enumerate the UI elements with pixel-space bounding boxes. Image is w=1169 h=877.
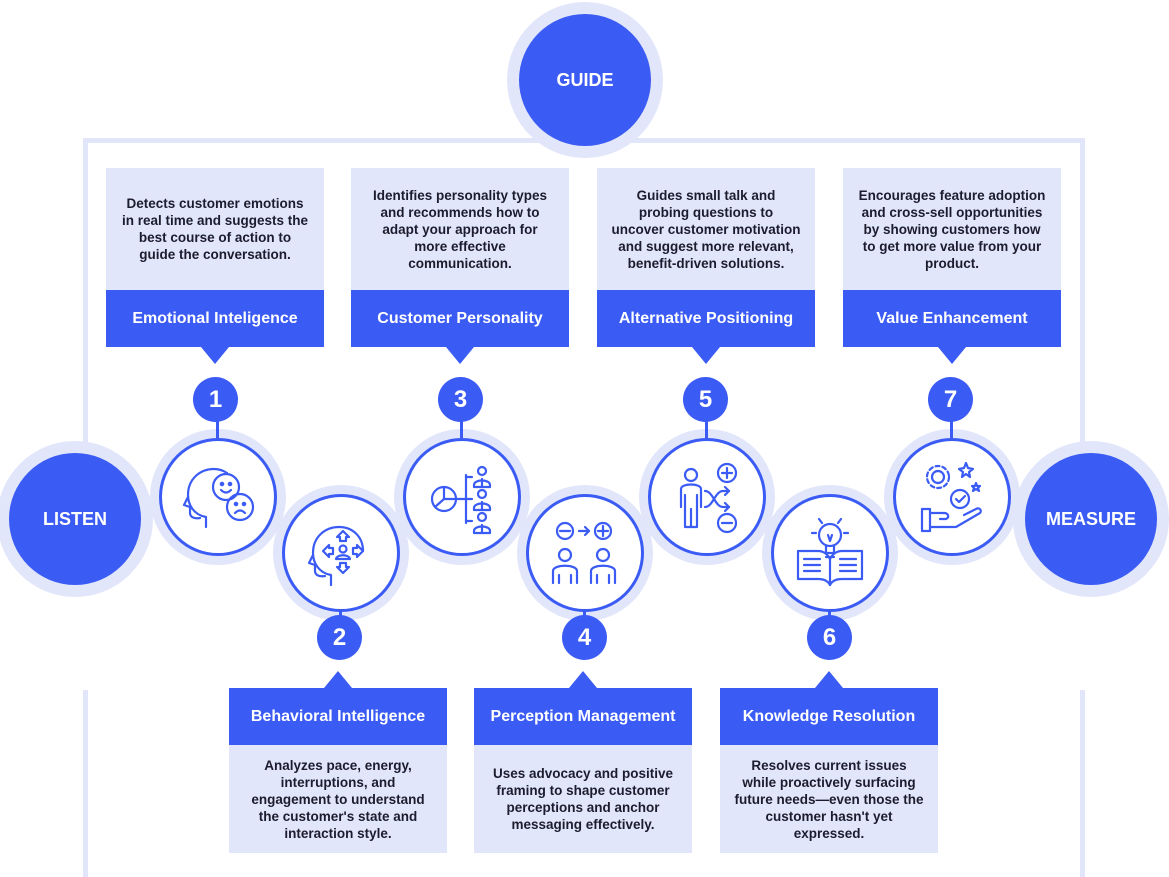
step-description: Encourages feature adoption and cross-se… [843, 168, 1061, 290]
step-title: Knowledge Resolution [720, 671, 938, 745]
behavior-head-icon [307, 525, 365, 587]
step-card-3: Identifies personality types and recomme… [351, 168, 569, 364]
connector-5 [705, 416, 708, 440]
step-number-7: 7 [928, 377, 973, 422]
step-card-7: Encourages feature adoption and cross-se… [843, 168, 1061, 364]
step-card-4: Perception Management Uses advocacy and … [474, 671, 692, 853]
step-title: Value Enhancement [843, 290, 1061, 364]
step-number-5: 5 [683, 377, 728, 422]
positioning-person-icon [679, 462, 738, 534]
step-description: Detects customer emotions in real time a… [106, 168, 324, 290]
step-title: Emotional Inteligence [106, 290, 324, 364]
step-number-1: 1 [193, 377, 238, 422]
step-icon-circle-7 [893, 438, 1011, 556]
step-title: Behavioral Intelligence [229, 671, 447, 745]
step-card-2: Behavioral Intelligence Analyzes pace, e… [229, 671, 447, 853]
step-icon-circle-6 [771, 494, 889, 612]
connector-1 [216, 416, 219, 440]
step-icon-circle-3 [403, 438, 521, 556]
bottom-frame [83, 690, 1085, 877]
guide-label: GUIDE [519, 14, 651, 146]
measure-label: MEASURE [1025, 453, 1157, 585]
perception-people-icon [551, 521, 617, 585]
connector-3 [460, 416, 463, 440]
guide-circle: GUIDE [507, 2, 663, 158]
personality-pie-icon [430, 465, 492, 535]
emotion-faces-icon [182, 467, 255, 529]
step-description: Analyzes pace, energy, interruptions, an… [229, 745, 447, 853]
measure-circle: MEASURE [1013, 441, 1169, 597]
step-icon-circle-5 [648, 438, 766, 556]
value-hand-icon [920, 461, 982, 533]
step-description: Guides small talk and probing questions … [597, 168, 815, 290]
knowledge-book-icon [796, 517, 864, 587]
step-icon-circle-1 [159, 438, 277, 556]
step-card-1: Detects customer emotions in real time a… [106, 168, 324, 364]
step-card-5: Guides small talk and probing questions … [597, 168, 815, 364]
step-description: Uses advocacy and positive framing to sh… [474, 745, 692, 853]
step-icon-circle-4 [526, 494, 644, 612]
step-title: Alternative Positioning [597, 290, 815, 364]
step-number-4: 4 [562, 615, 607, 660]
step-number-2: 2 [317, 615, 362, 660]
step-number-3: 3 [438, 377, 483, 422]
step-title: Customer Personality [351, 290, 569, 364]
listen-label: LISTEN [9, 453, 141, 585]
step-icon-circle-2 [282, 494, 400, 612]
step-description: Resolves current issues while proactivel… [720, 745, 938, 853]
connector-7 [950, 416, 953, 440]
step-card-6: Knowledge Resolution Resolves current is… [720, 671, 938, 853]
step-number-6: 6 [807, 615, 852, 660]
listen-circle: LISTEN [0, 441, 153, 597]
step-title: Perception Management [474, 671, 692, 745]
step-description: Identifies personality types and recomme… [351, 168, 569, 290]
